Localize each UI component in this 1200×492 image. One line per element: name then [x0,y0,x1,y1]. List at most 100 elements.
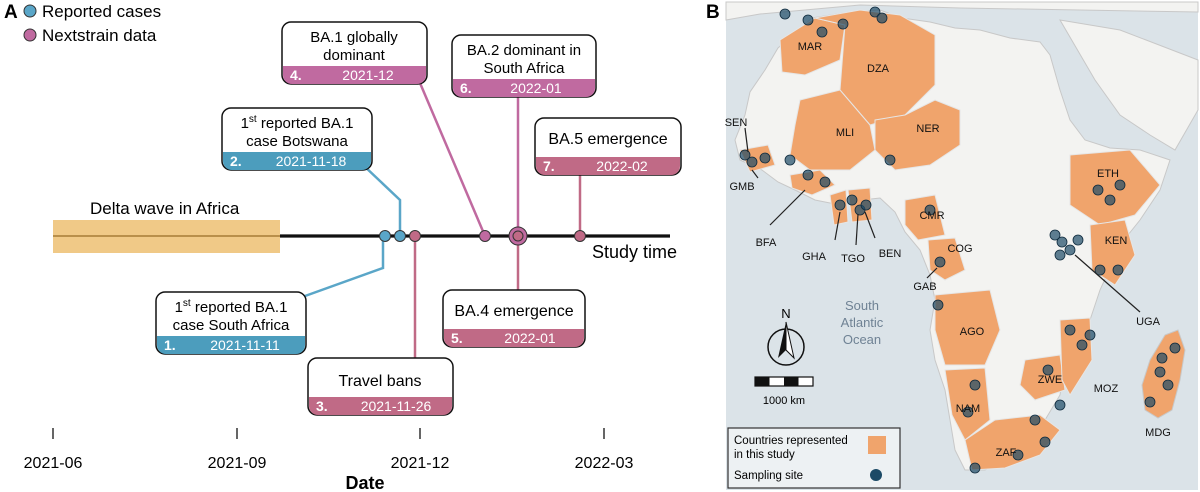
site [837,18,849,30]
panel-a: A Reported cases Nextstrain data Delta w… [4,2,682,492]
event-2-num: 2. [230,153,242,169]
site [1042,364,1054,376]
tick-label-1: 2021-06 [24,455,83,472]
event-1-date: 2021-11-11 [210,337,280,353]
label-eth: ETH [1097,168,1119,180]
site [1144,396,1156,408]
marker-3 [409,230,421,242]
site [1064,324,1076,336]
label-cog: COG [947,243,972,255]
site [884,154,896,166]
marker-1 [379,230,391,242]
country-bfa [789,169,836,196]
country-cog [927,237,966,281]
site [1092,184,1104,196]
site [1056,236,1068,248]
ocean-label-1: South [845,298,879,313]
site [1029,414,1041,426]
map-legend-site-label: Sampling site [734,470,803,482]
ocean-label-2: Atlantic [841,315,884,330]
scale-bar: 1000 km [754,376,814,407]
site [1039,436,1051,448]
label-nam: NAM [956,403,980,415]
event-box-1: 1st reported BA.1 case South Africa 1. 2… [155,291,307,355]
country-ago [934,289,1001,366]
site [802,14,814,26]
label-gha: GHA [802,251,827,263]
study-time-label: Study time [592,242,677,262]
site [1169,342,1181,354]
delta-wave-label: Delta wave in Africa [90,199,240,218]
event-5-num: 5. [451,330,463,346]
leader-tgo [855,213,859,246]
site [746,156,758,168]
leader-uga [1074,254,1141,313]
country-cmr [904,194,946,241]
leader-bfa [769,189,806,226]
label-zaf: ZAF [996,447,1017,459]
site [860,199,872,211]
event-4-date: 2021-12 [342,67,394,83]
site [1072,234,1084,246]
event-6-num: 6. [460,80,472,96]
site [1076,339,1088,351]
connector-4 [418,82,487,237]
arabia-land [1059,19,1199,151]
event-4-line-1: BA.1 globally [310,29,398,46]
label-gab: GAB [913,281,936,293]
legend-reported-marker [23,4,37,18]
event-7-line-1: BA.5 emergence [548,131,667,148]
site [934,256,946,268]
marker-2 [394,230,406,242]
europe-land [725,1,1199,21]
legend-reported-label: Reported cases [42,2,161,21]
label-zwe: ZWE [1038,374,1062,386]
site [739,149,751,161]
marker-5-6-inner [512,230,524,242]
event-box-7: BA.5 emergence 7. 2022-02 [534,117,682,176]
label-bfa: BFA [756,237,777,249]
label-uga: UGA [1136,316,1161,328]
event-3-date: 2021-11-26 [361,398,432,414]
event-box-5: BA.4 emergence 5. 2022-01 [442,289,586,348]
connector-1 [279,236,385,307]
site [969,379,981,391]
label-gmb: GMB [729,181,754,193]
leader-gha [834,211,841,241]
site [1114,179,1126,191]
site [779,8,791,20]
site [1112,264,1124,276]
north-arrow: N [767,306,805,366]
event-2-date: 2021-11-18 [276,153,347,169]
map-legend-countries-line-2: in this study [734,449,795,461]
label-dza: DZA [867,63,890,75]
scale-label: 1000 km [763,395,805,407]
label-ben: BEN [879,248,902,260]
panel-a-label: A [4,2,18,23]
north-arrow-right [785,321,795,360]
event-1-line-2: case South Africa [173,317,290,334]
site [1104,194,1116,206]
event-4-line-2: dominant [323,47,386,64]
label-moz: MOZ [1094,383,1119,395]
site [924,204,936,216]
panel-b: B [706,1,1199,490]
event-1-line-1: 1st reported BA.1 [175,298,288,316]
event-7-num: 7. [543,158,555,174]
north-label: N [781,306,790,321]
leader-gab [926,267,938,279]
map-legend-country-swatch [868,436,886,454]
label-ner: NER [916,123,939,135]
site [1154,366,1166,378]
event-box-6: BA.2 dominant in South Africa 6. 2022-01 [451,34,597,98]
label-tgo: TGO [841,253,865,265]
site [1054,399,1066,411]
event-1-num: 1. [164,337,176,353]
site [784,154,796,166]
site [759,152,771,164]
scale-seg-2 [784,377,799,386]
site [869,6,881,18]
map-legend: Countries represented in this study Samp… [727,427,901,489]
site [1012,449,1024,461]
panel-b-label: B [706,2,720,23]
